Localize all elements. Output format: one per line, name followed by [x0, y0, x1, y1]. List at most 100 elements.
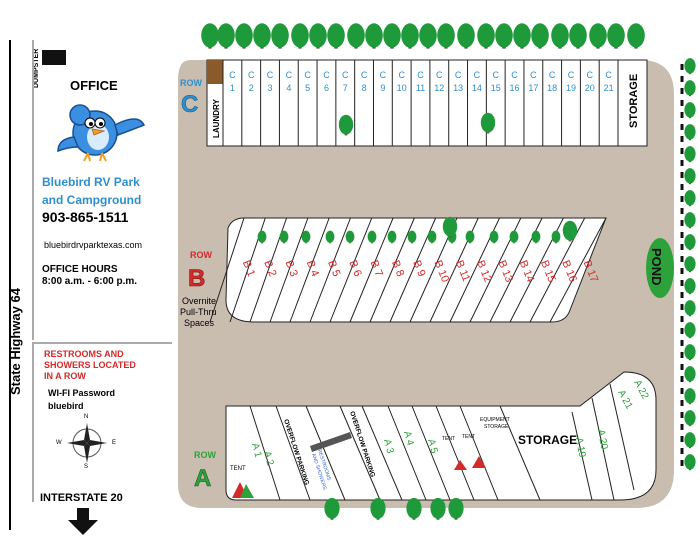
site-a5: A 5 — [425, 438, 439, 455]
tree-icon — [684, 212, 696, 229]
row-a-tent-label-2: TENT — [442, 436, 455, 442]
site-c-2-prefix: C — [248, 70, 255, 80]
site-c-19-prefix: C — [568, 70, 575, 80]
row-a-dividers — [249, 383, 635, 501]
compass-n: N — [84, 414, 89, 420]
tree-icon — [684, 146, 696, 163]
site-c-3: 3 — [268, 83, 273, 93]
site-c-18-prefix: C — [549, 70, 556, 80]
site-b-7: B 7 — [368, 259, 385, 279]
tree-icon — [324, 497, 340, 520]
tree-icon — [338, 114, 354, 136]
site-b-2: B 2 — [261, 259, 278, 279]
tree-icon — [509, 230, 519, 244]
site-c-8-prefix: C — [361, 70, 368, 80]
tree-icon — [442, 216, 458, 238]
tree-icon — [457, 23, 475, 49]
panel-divider — [32, 342, 172, 344]
tree-icon — [401, 23, 419, 49]
site-a3: A 3 — [381, 438, 395, 455]
office-title: OFFICE — [70, 78, 118, 93]
site-c-13: 13 — [453, 83, 463, 93]
tree-icon — [684, 454, 696, 471]
tree-icon — [684, 256, 696, 273]
site-a2: A 2 — [261, 450, 275, 467]
panel-border — [32, 40, 34, 340]
left-info-panel: State Highway 64 DUMPSTER OFFICE Bluebir… — [0, 0, 180, 539]
wifi-label: WI-FI Password — [48, 388, 116, 398]
tree-icon — [607, 23, 625, 49]
tree-icon — [684, 410, 696, 427]
site-c-11-prefix: C — [417, 70, 424, 80]
row-a-tent-label-1: TENT — [230, 466, 246, 472]
site-c-17-prefix: C — [530, 70, 537, 80]
phone-number: 903-865-1511 — [42, 209, 129, 225]
tree-icon — [217, 23, 235, 49]
site-c-12-prefix: C — [436, 70, 443, 80]
site-b-5: B 5 — [325, 259, 342, 279]
park-name-line1: Bluebird RV Park — [42, 175, 140, 189]
tree-icon — [627, 23, 645, 49]
arrow-down-icon — [68, 508, 98, 535]
tree-icon — [448, 497, 464, 520]
tree-icon — [489, 230, 499, 244]
compass-s: S — [84, 464, 89, 470]
tree-icon — [309, 23, 327, 49]
tree-icon — [684, 388, 696, 405]
row-c-letter: C — [181, 91, 198, 118]
row-b-note-line3: Spaces — [184, 318, 215, 328]
site-b-4: B 4 — [304, 259, 321, 279]
site-a19: A 19 — [573, 437, 587, 459]
tree-icon — [271, 23, 289, 49]
row-c-word: ROW — [180, 78, 203, 88]
site-c-12: 12 — [434, 83, 444, 93]
tree-icon — [551, 230, 561, 244]
tree-icon — [531, 23, 549, 49]
site-c-17: 17 — [528, 83, 538, 93]
tree-icon — [551, 23, 569, 49]
tree-icon — [437, 23, 455, 49]
compass-e: E — [112, 440, 117, 446]
row-b-divider — [549, 217, 607, 323]
restrooms-note-line2: SHOWERS LOCATED — [44, 360, 136, 370]
site-a20: A 20 — [595, 429, 609, 451]
site-c-14-prefix: C — [474, 70, 481, 80]
site-b-8: B 8 — [389, 259, 406, 279]
site-b-1: B 1 — [240, 259, 257, 279]
tree-icon — [257, 230, 267, 244]
tree-icon — [407, 230, 417, 244]
row-c-storage-label: STORAGE — [628, 74, 640, 128]
site-c-3-prefix: C — [267, 70, 274, 80]
site-c-15-prefix: C — [492, 70, 499, 80]
site-c-16-prefix: C — [511, 70, 518, 80]
tree-icon — [531, 230, 541, 244]
tree-icon — [495, 23, 513, 49]
restrooms-note: RESTROOMS AND SHOWERS LOCATED IN A ROW — [44, 349, 136, 382]
tree-icon — [589, 23, 607, 49]
panel-border-lower — [32, 342, 34, 502]
wifi-password: bluebird — [48, 401, 84, 411]
tree-icon — [684, 58, 696, 75]
equipment-storage-line2: STORAGE — [484, 424, 509, 430]
site-c-9: 9 — [380, 83, 385, 93]
row-b-divider — [369, 217, 415, 323]
office-hours-value: 8:00 a.m. - 6:00 p.m. — [42, 276, 138, 287]
site-b-9: B 9 — [410, 259, 427, 279]
row-b-divider — [209, 217, 245, 323]
tree-icon — [480, 112, 496, 134]
tree-icon — [569, 23, 587, 49]
park-name-line2: and Campground — [42, 193, 142, 207]
site-b-3: B 3 — [282, 259, 299, 279]
tree-icon — [430, 497, 446, 520]
pond-label: POND — [649, 248, 664, 286]
row-b-word: ROW — [190, 250, 213, 260]
row-b-divider — [349, 217, 394, 323]
tree-icon — [419, 23, 437, 49]
site-c-21-prefix: C — [605, 70, 612, 80]
tree-icon — [201, 23, 219, 49]
site-c-15: 15 — [491, 83, 501, 93]
row-b-note-line1: Overnite — [182, 296, 216, 306]
tree-icon — [684, 190, 696, 207]
tree-icon — [325, 230, 335, 244]
row-b-note-line2: Pull-Thru — [180, 307, 217, 317]
